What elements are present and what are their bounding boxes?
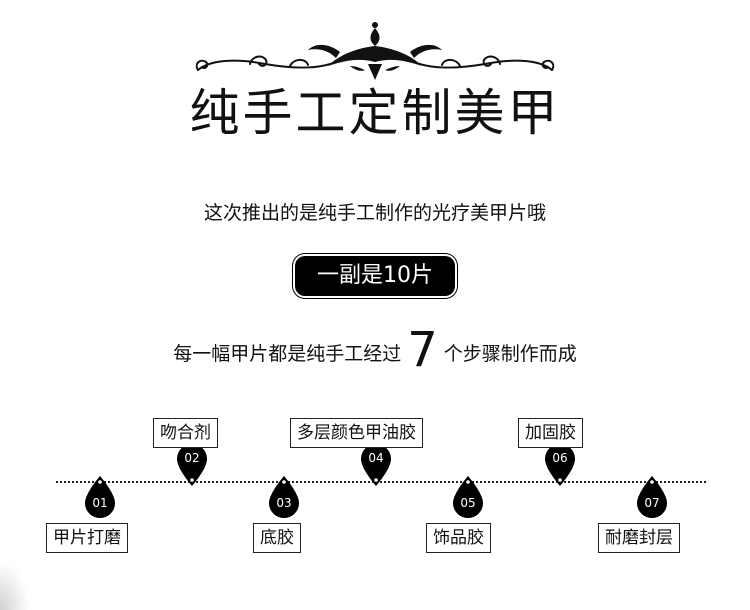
step-number: 01 (92, 496, 108, 510)
step-label-04: 多层颜色甲油胶 (290, 418, 423, 448)
step-marker-07: 07 (635, 475, 669, 519)
step-label-02: 吻合剂 (153, 418, 218, 448)
step-marker-01: 01 (83, 475, 117, 519)
steps-count: 7 (407, 322, 438, 378)
drop-icon (545, 444, 575, 486)
step-number: 04 (368, 451, 384, 465)
step-label-06: 加固胶 (518, 418, 583, 448)
step-label-01: 甲片打磨 (46, 523, 128, 553)
step-number: 02 (184, 451, 200, 465)
steps-intro-after: 个步骤制作而成 (443, 343, 577, 365)
step-number: 07 (644, 496, 660, 510)
step-label-03: 底胶 (253, 523, 301, 553)
decorative-ornament-icon (190, 20, 560, 82)
timeline-line (56, 481, 706, 483)
step-label-05: 饰品胶 (426, 523, 491, 553)
steps-intro-before: 每一幅甲片都是纯手工经过 (173, 343, 402, 365)
quantity-badge: 一副是10片 (295, 256, 455, 296)
step-number: 05 (460, 496, 476, 510)
step-marker-02: 02 (175, 443, 209, 487)
page-title: 纯手工定制美甲 (189, 84, 561, 142)
step-marker-04: 04 (359, 443, 393, 487)
drop-icon (361, 444, 391, 486)
step-label-07: 耐磨封层 (598, 523, 680, 553)
step-marker-06: 06 (543, 443, 577, 487)
corner-shadow (0, 560, 30, 610)
drop-icon (269, 476, 299, 518)
drop-icon (177, 444, 207, 486)
drop-icon (85, 476, 115, 518)
step-number: 06 (552, 451, 568, 465)
subtitle: 这次推出的是纯手工制作的光疗美甲片哦 (203, 202, 546, 224)
step-marker-05: 05 (451, 475, 485, 519)
drop-icon (637, 476, 667, 518)
step-number: 03 (276, 496, 292, 510)
step-marker-03: 03 (267, 475, 301, 519)
drop-icon (453, 476, 483, 518)
pill-container: 一副是10片 (0, 256, 750, 296)
